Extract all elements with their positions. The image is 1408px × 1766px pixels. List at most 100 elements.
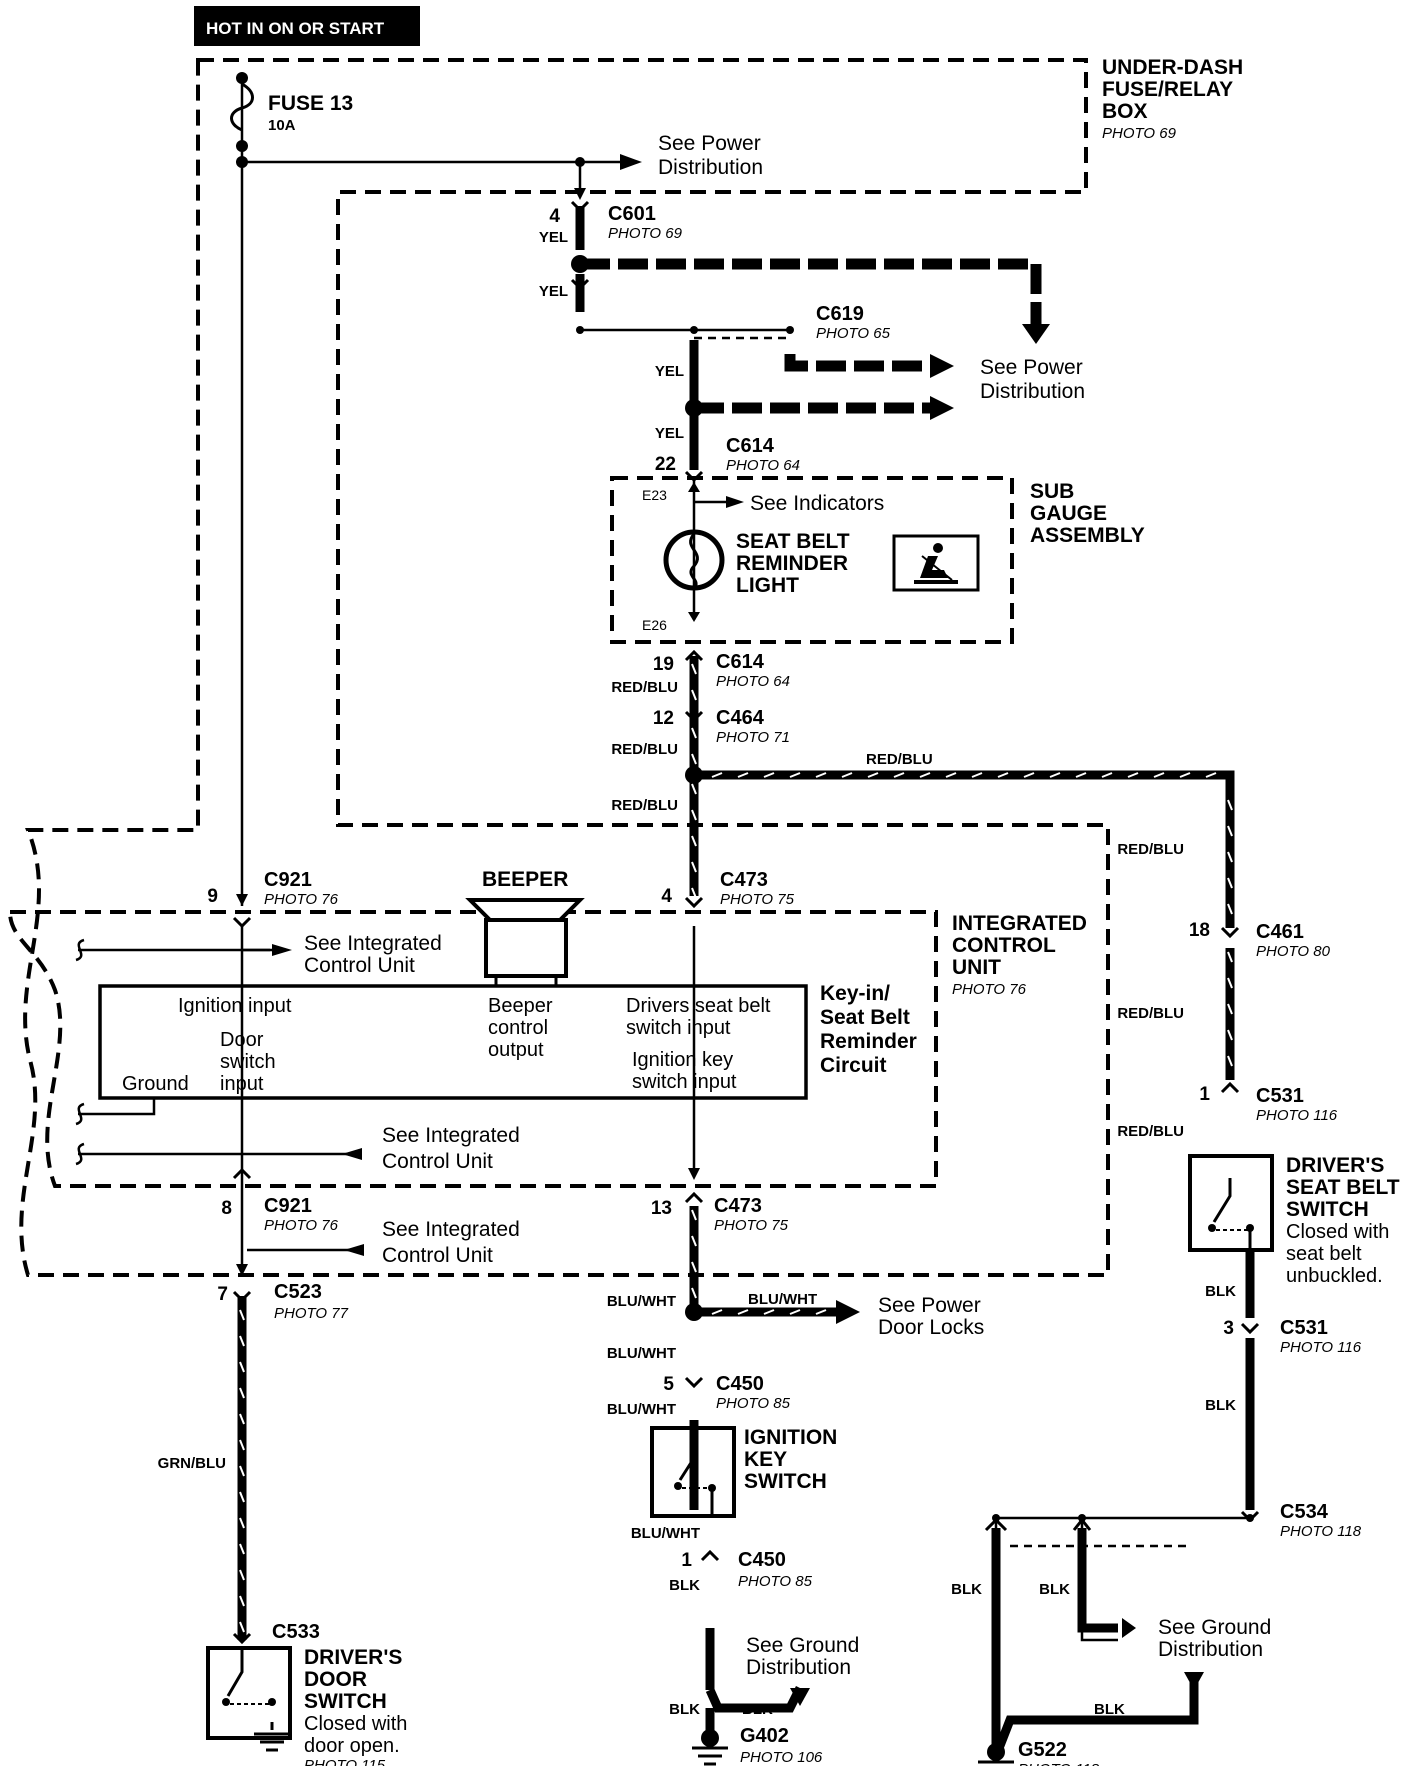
blk-wire-g402-right: BLK (742, 1701, 773, 1718)
fuse-rating: 10A (268, 117, 296, 134)
door-input-label-line-1: Door (220, 1029, 264, 1051)
blk-wire-g402-left: BLK (669, 1701, 700, 1718)
blk-wire-g522-2: BLK (1039, 1581, 1070, 1598)
c531b-photo: PHOTO 116 (1280, 1339, 1362, 1356)
c614b-pin: 19 (653, 654, 674, 675)
yel-wire-2: YEL (539, 283, 568, 300)
c450a-wire: BLU/WHT (607, 1401, 676, 1418)
c619-photo: PHOTO 65 (816, 325, 891, 342)
c601-name: C601 (608, 203, 656, 225)
drivers-door-switch-name-line-2: DOOR (304, 1668, 367, 1691)
yel-wire-4: YEL (655, 425, 684, 442)
ignition-key-switch-name-line-3: SWITCH (744, 1470, 827, 1493)
door-input-label-line-2: switch (220, 1051, 276, 1073)
red-blu-wire-3: RED/BLU (611, 797, 678, 814)
blk-wire-seat-1: BLK (1205, 1283, 1236, 1300)
c921b-name: C921 (264, 1195, 312, 1217)
c464-name: C464 (716, 707, 765, 729)
g402-photo: PHOTO 106 (740, 1749, 823, 1766)
red-blu-wire-5: RED/BLU (1117, 1005, 1184, 1022)
c614b-photo: PHOTO 64 (716, 673, 790, 690)
icu-ref-3-line-2: Control Unit (382, 1244, 493, 1267)
wire-break-icons (75, 938, 85, 1166)
g522-name: G522 (1018, 1739, 1067, 1761)
c614a-name: C614 (726, 435, 775, 457)
seat-belt-input-label-line-1: Drivers seat belt (626, 995, 771, 1017)
c464-photo: PHOTO 71 (716, 729, 790, 746)
door-input-label-line-3: input (220, 1073, 264, 1095)
c531a-name: C531 (1256, 1085, 1304, 1107)
blk-wire-seat-2: BLK (1205, 1397, 1236, 1414)
c921a-name: C921 (264, 869, 312, 891)
icu-name-line-2: CONTROL (952, 934, 1056, 957)
c450b-wire: BLK (669, 1577, 700, 1594)
ground-dist-ref-2-line-2: Distribution (1158, 1638, 1263, 1661)
fuse-relay-box-name-line-2: FUSE/RELAY (1102, 78, 1233, 101)
icu-ref-2-line-2: Control Unit (382, 1150, 493, 1173)
seat-belt-light-name-line-1: SEAT BELT (736, 530, 850, 553)
ignition-input-label: Ignition input (178, 995, 292, 1017)
c601-wire: YEL (539, 229, 568, 246)
c921a-photo: PHOTO 76 (264, 891, 339, 908)
power-distribution-ref-2-line-1: See Power (980, 356, 1083, 379)
drivers-door-switch-note-line-1: Closed with (304, 1713, 407, 1735)
ground-icon (254, 1722, 290, 1752)
c531b-pin: 3 (1223, 1318, 1234, 1339)
fuse-relay-box-name-line-3: BOX (1102, 100, 1148, 123)
c473a-pin: 4 (661, 886, 672, 907)
ground-dist-ref-1-line-1: See Ground (746, 1634, 859, 1657)
sub-gauge-name-line-3: ASSEMBLY (1030, 524, 1145, 547)
icu-name-line-3: UNIT (952, 956, 1001, 979)
drivers-door-switch-name-line-1: DRIVER'S (304, 1646, 402, 1669)
c450a-pin: 5 (663, 1374, 674, 1395)
ignition-key-switch-name-line-1: IGNITION (744, 1426, 837, 1449)
c614a-photo: PHOTO 64 (726, 457, 800, 474)
power-source-text: HOT IN ON OR START (206, 19, 385, 38)
c614b-wire: RED/BLU (611, 679, 678, 696)
c464-pin: 12 (653, 708, 674, 729)
blk-wire-g522-3: BLK (1094, 1701, 1125, 1718)
fuse-name: FUSE 13 (268, 92, 353, 115)
drivers-seat-belt-switch-name-line-1: DRIVER'S (1286, 1154, 1384, 1177)
fuse-13-icon (230, 82, 254, 132)
reference-arrows (236, 154, 1204, 1706)
sub-gauge-name-line-2: GAUGE (1030, 502, 1107, 525)
ignition-key-switch-icon (650, 1426, 736, 1518)
circuit-name-line-3: Reminder (820, 1030, 917, 1053)
g402-name: G402 (740, 1725, 789, 1747)
fuse-relay-box-name-line-1: UNDER-DASH (1102, 56, 1243, 79)
circuit-name-line-1: Key-in/ (820, 982, 890, 1005)
splice-points (236, 72, 1254, 1522)
ground-g402-icon (692, 1708, 728, 1766)
beeper-output-label-line-3: output (488, 1039, 544, 1061)
icu-name-line-1: INTEGRATED (952, 912, 1087, 935)
under-dash-fuse-box-boundary (19, 58, 1110, 1277)
blu-wht-wire-2: BLU/WHT (607, 1345, 676, 1362)
c473b-pin: 13 (651, 1198, 672, 1219)
c523-pin: 7 (217, 1284, 228, 1305)
icu-ref-2-line-1: See Integrated (382, 1124, 520, 1147)
drivers-door-switch-photo: PHOTO 115 (304, 1757, 386, 1766)
indicators-ref: See Indicators (750, 492, 884, 515)
blu-wht-wire-3: BLU/WHT (631, 1525, 700, 1542)
red-blu-branch (694, 770, 1235, 790)
fuse-relay-box-photo: PHOTO 69 (1102, 125, 1177, 142)
g522-photo: PHOTO 118 (1018, 1761, 1100, 1766)
c473a-photo: PHOTO 75 (720, 891, 795, 908)
c614a-pin: 22 (655, 454, 676, 475)
c450b-pin: 1 (681, 1550, 692, 1571)
c921a-pin: 9 (207, 886, 218, 907)
red-blu-wire-4: RED/BLU (1117, 841, 1184, 858)
c473b-name: C473 (714, 1195, 762, 1217)
icu-photo: PHOTO 76 (952, 981, 1027, 998)
c601-pin: 4 (549, 206, 560, 227)
blu-wht-wire-1: BLU/WHT (607, 1293, 676, 1310)
power-distribution-ref-1-line-1: See Power (658, 132, 761, 155)
sub-gauge-name-line-1: SUB (1030, 480, 1074, 503)
seat-belt-input-label-line-2: switch input (626, 1017, 731, 1039)
c534-name: C534 (1280, 1501, 1329, 1523)
c450b-photo: PHOTO 85 (738, 1573, 813, 1590)
drivers-seat-belt-switch-name-line-2: SEAT BELT (1286, 1176, 1400, 1199)
drivers-seat-belt-switch-icon (1188, 1154, 1274, 1252)
c523-photo: PHOTO 77 (274, 1305, 349, 1322)
